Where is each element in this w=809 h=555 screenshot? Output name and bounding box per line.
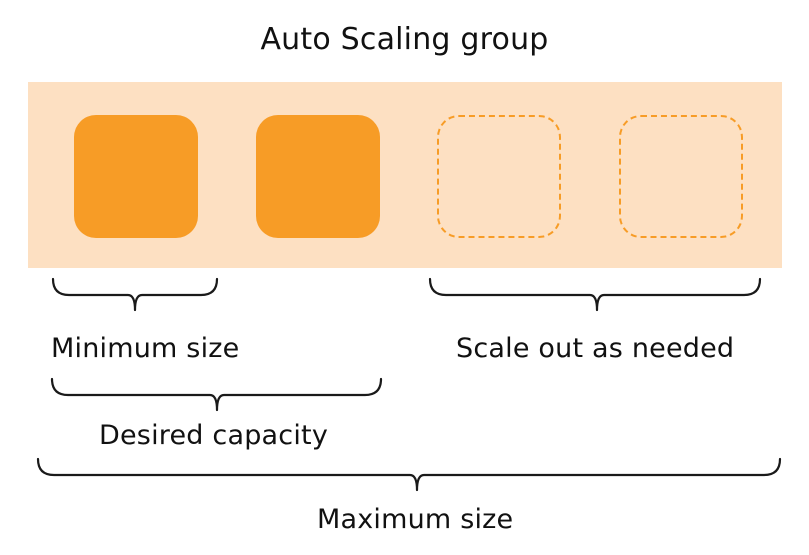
scale-out-label: Scale out as needed (456, 333, 735, 364)
instance-potential-2 (619, 115, 743, 238)
desired-capacity-brace (50, 377, 383, 412)
maximum-size-label: Maximum size (317, 504, 514, 535)
instance-running-2 (256, 115, 380, 238)
minimum-size-brace (51, 277, 219, 312)
scale-out-brace (428, 277, 762, 312)
diagram-title: Auto Scaling group (260, 22, 549, 57)
desired-capacity-label: Desired capacity (99, 420, 328, 451)
instance-potential-1 (437, 115, 561, 238)
minimum-size-label: Minimum size (51, 333, 240, 364)
maximum-size-brace (36, 457, 782, 492)
instance-running-1 (74, 115, 198, 238)
